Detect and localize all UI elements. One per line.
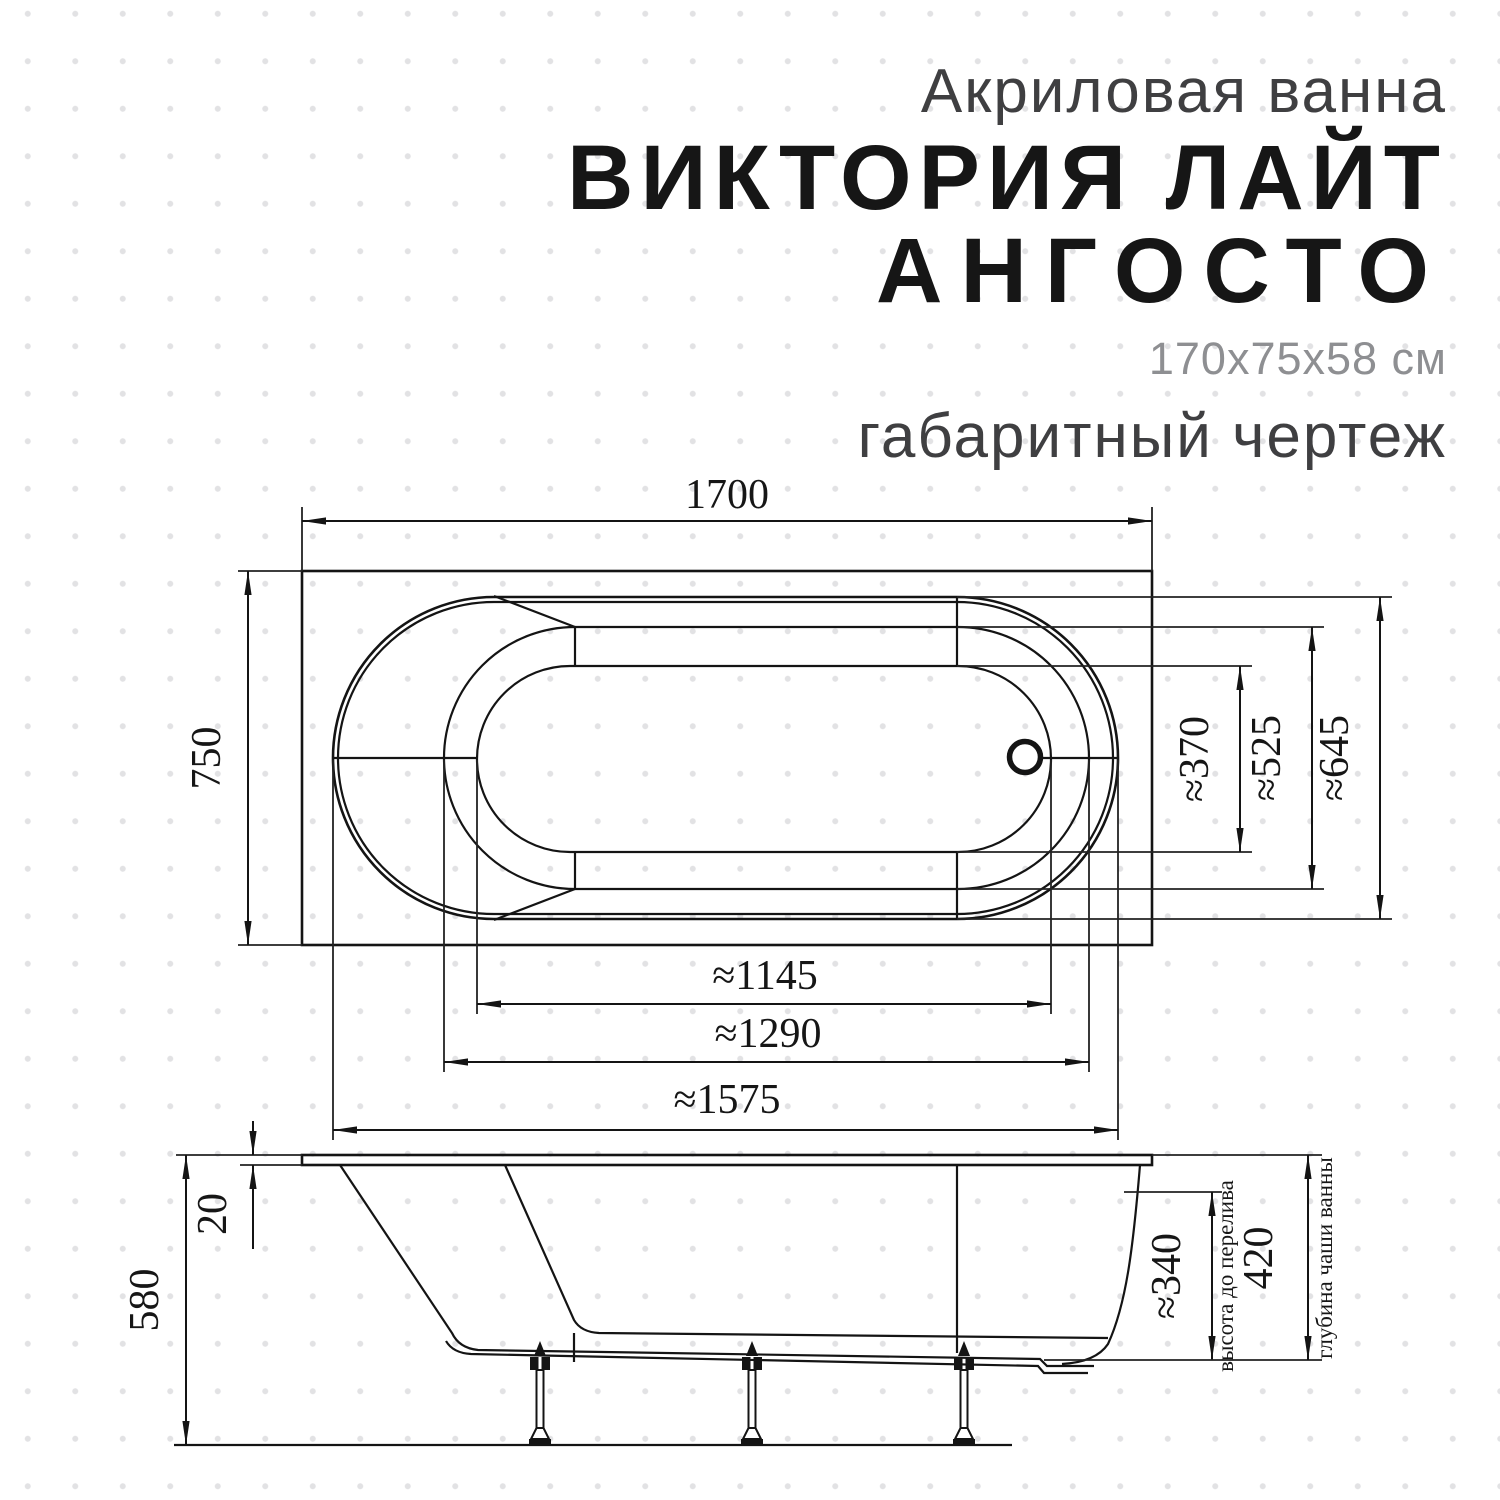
dim-label-1145: ≈1145 <box>712 953 818 999</box>
headrest-chamfer-lines <box>493 594 577 922</box>
dim-bowl-length: ≈1145 <box>476 760 1052 1014</box>
dim-inner-rim-length: ≈1290 <box>443 760 1090 1072</box>
header: Акриловая ванна ВИКТОРИЯ ЛАЙТ АНГОСТО 17… <box>567 57 1447 471</box>
dim-outer-tub-length: ≈1575 <box>332 760 1119 1140</box>
dim-total-height: 580 <box>122 1155 190 1445</box>
top-view: 1700 750 ≈370 ≈525 ≈645 ≈1145 <box>184 472 1392 1140</box>
dim-label-1700: 1700 <box>685 472 769 518</box>
shell-bottom-profile <box>445 1340 1088 1375</box>
dim-total-width: 750 <box>184 570 302 946</box>
product-type-subtitle: Акриловая ванна <box>921 57 1447 126</box>
dim-inner-rim-width: ≈525 <box>957 626 1324 890</box>
overflow-height-label: высота до перелива <box>1213 1180 1238 1372</box>
leg-middle <box>740 1340 764 1446</box>
dim-label-645: ≈645 <box>1312 715 1358 801</box>
side-view: 20 580 ≈340 высота до перелива 420 глуби… <box>122 1121 1337 1447</box>
dim-label-420: 420 <box>1236 1227 1282 1290</box>
dim-outer-tub-width: ≈645 <box>957 596 1392 920</box>
dim-label-580: 580 <box>122 1269 168 1332</box>
dim-label-20: 20 <box>190 1193 236 1235</box>
product-title-line2: АНГОСТО <box>876 220 1447 322</box>
product-size: 170х75х58 см <box>1149 333 1447 384</box>
dim-label-1575: ≈1575 <box>673 1077 780 1123</box>
dim-label-1290: ≈1290 <box>714 1011 821 1057</box>
dim-label-340: ≈340 <box>1144 1233 1190 1319</box>
dim-total-length: 1700 <box>301 472 1153 571</box>
bowl-depth-label: глубина чаши ванны <box>1312 1157 1337 1359</box>
product-title-line1: ВИКТОРИЯ ЛАЙТ <box>567 125 1447 229</box>
dim-label-750: 750 <box>184 727 230 790</box>
dim-bowl-width: ≈370 <box>957 665 1252 853</box>
dim-bowl-depth: 420 глубина чаши ванны <box>1044 1154 1337 1361</box>
drawing-caption: габаритный чертеж <box>858 402 1447 471</box>
dim-rim-thickness: 20 <box>176 1121 302 1249</box>
foot-end-wall-profile <box>1061 1164 1142 1366</box>
dim-overflow-height: ≈340 высота до перелива <box>1124 1180 1238 1372</box>
bowl-opening <box>475 664 1053 854</box>
near-wall-profile <box>339 1164 1094 1368</box>
far-wall-profile <box>503 1164 1109 1340</box>
flange-outline <box>300 569 1154 947</box>
dim-label-525: ≈525 <box>1244 715 1290 801</box>
dim-label-370: ≈370 <box>1172 716 1218 802</box>
drain-hole <box>1006 738 1044 776</box>
rim-band <box>300 1153 1154 1167</box>
